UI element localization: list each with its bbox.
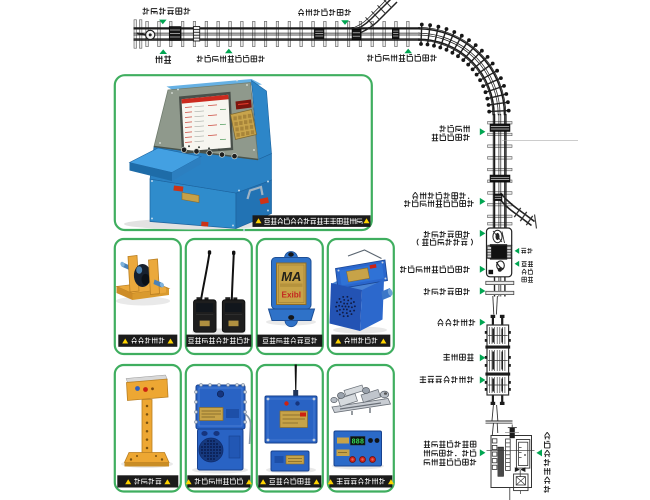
svg-text:MA: MA (281, 269, 301, 284)
svg-text:888: 888 (351, 439, 364, 447)
svg-text:ExibI: ExibI (282, 291, 302, 300)
